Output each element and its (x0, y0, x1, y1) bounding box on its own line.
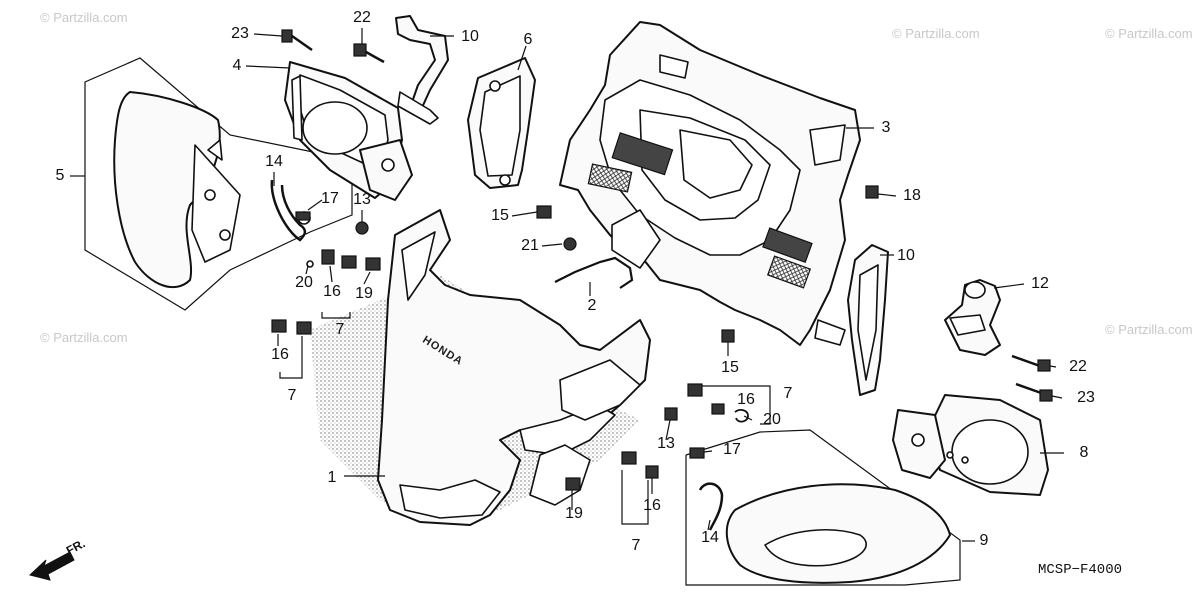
callout-16: 16 (271, 346, 289, 363)
callout-9: 9 (979, 532, 989, 549)
part-14-right-clip (698, 482, 724, 531)
callout-16: 16 (323, 283, 341, 300)
callout-13: 13 (657, 435, 675, 452)
bolts-top-left (281, 29, 385, 64)
callout-14: 14 (265, 153, 283, 170)
callout-3: 3 (881, 119, 891, 136)
callout-17: 17 (723, 441, 741, 458)
front-direction-arrow (28, 551, 75, 581)
callout-2: 2 (587, 297, 597, 314)
leader-lines (70, 28, 1064, 542)
callout-6: 6 (523, 31, 533, 48)
callout-13: 13 (353, 191, 371, 208)
fasteners-right (565, 185, 879, 491)
callout-23: 23 (1077, 389, 1095, 406)
part-14-left-clip (270, 179, 307, 242)
callout-21: 21 (521, 237, 539, 254)
watermark: © Partzilla.com (40, 10, 128, 25)
callout-16: 16 (643, 497, 661, 514)
callout-23: 23 (231, 25, 249, 42)
callout-14: 14 (701, 529, 719, 546)
callout-15: 15 (721, 359, 739, 376)
callout-19: 19 (355, 285, 373, 302)
watermark: © Partzilla.com (40, 330, 128, 345)
part-2-wire (554, 237, 634, 289)
part-1-front-cover (310, 209, 651, 526)
callout-1: 1 (327, 469, 337, 486)
callout-19: 19 (565, 505, 583, 522)
bolts-right (1011, 354, 1053, 402)
callout-7: 7 (287, 387, 297, 404)
callout-20: 20 (295, 274, 313, 291)
part-8-right-mirror-assembly (892, 394, 1049, 496)
callout-7: 7 (335, 321, 345, 338)
callout-20: 20 (763, 411, 781, 428)
callout-7: 7 (631, 537, 641, 554)
part-10-upper-mirror-stay (395, 15, 449, 125)
callout-4: 4 (232, 57, 242, 74)
fasteners-left (271, 211, 381, 335)
part-9-right-mirror-cover (685, 429, 961, 586)
callout-12: 12 (1031, 275, 1049, 292)
part-5-left-mirror-cover (84, 57, 353, 311)
callout-17: 17 (321, 190, 339, 207)
callout-8: 8 (1079, 444, 1089, 461)
part-4-left-mirror-assembly (284, 61, 413, 201)
part-12-right-mirror-stay (944, 279, 1001, 356)
watermark: © Partzilla.com (892, 26, 980, 41)
callout-10: 10 (461, 28, 479, 45)
callout-7: 7 (783, 385, 793, 402)
clips-15 (536, 205, 735, 343)
callout-22: 22 (1069, 358, 1087, 375)
callout-16: 16 (737, 391, 755, 408)
part-3-inner-shield (559, 21, 861, 346)
watermark: © Partzilla.com (1105, 26, 1193, 41)
part-6-left-inner-panel (467, 57, 536, 189)
callout-5: 5 (55, 167, 65, 184)
watermark: © Partzilla.com (1105, 322, 1193, 337)
part-10-right-bracket (847, 244, 889, 396)
diagram-code: MCSP−F4000 (1038, 562, 1123, 578)
callout-15: 15 (491, 207, 509, 224)
callout-22: 22 (353, 9, 371, 26)
callout-10: 10 (897, 247, 915, 264)
callout-18: 18 (903, 187, 921, 204)
